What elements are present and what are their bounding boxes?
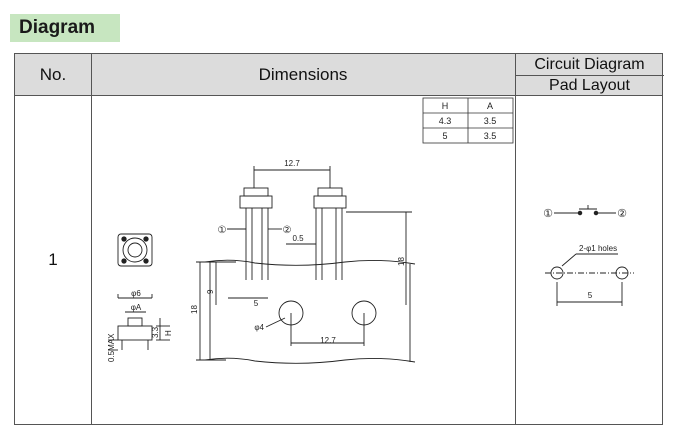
pin-2-label: ② — [283, 225, 292, 236]
height-table-cell: 5 — [442, 131, 447, 141]
circuit-pin-2: ② — [617, 208, 627, 220]
height-table-cell: 3.5 — [484, 131, 497, 141]
dim-phi6: φ6 — [131, 289, 141, 298]
col-divider-1 — [91, 54, 92, 424]
circuit-diagram — [554, 205, 616, 216]
dim-pitch-top: 12.7 — [284, 159, 300, 168]
row-number: 1 — [48, 250, 58, 269]
pad-holes-label: 2-φ1 holes — [579, 244, 617, 253]
height-table-cell: 3.5 — [484, 116, 497, 126]
header-pad-layout: Pad Layout — [549, 76, 630, 94]
height-table-head-a: A — [487, 101, 493, 111]
dim-height-left: 18 — [190, 305, 199, 314]
height-table-head-h: H — [442, 101, 449, 111]
section-tag: Diagram — [10, 14, 120, 42]
col-divider-2 — [515, 54, 516, 424]
dim-height-9: 9 — [206, 289, 215, 294]
spec-table: No. Dimensions Circuit Diagram Pad Layou… — [14, 53, 664, 425]
pad-spacing: 5 — [588, 291, 593, 300]
pin-1-label: ① — [218, 225, 227, 236]
dim-height-right: 18 — [397, 257, 406, 266]
circuit-pin-1: ① — [543, 208, 553, 220]
main-side-view — [196, 166, 416, 364]
pad-layout — [545, 253, 634, 306]
dim-3-3: 3.3 — [151, 326, 160, 338]
dim-hole-dia: φ4 — [254, 323, 264, 332]
dim-H: H — [164, 330, 173, 336]
dim-0-5max: 0.5MAX — [107, 333, 116, 362]
dim-pitch-bottom: 12.7 — [320, 336, 336, 345]
header-no: No. — [39, 65, 67, 84]
dim-phiA: φA — [131, 303, 142, 312]
switch-side-view — [108, 294, 170, 351]
header-dimensions: Dimensions — [258, 65, 348, 84]
header-split-line — [515, 75, 664, 76]
header-circuit-diagram: Circuit Diagram — [534, 55, 645, 73]
dim-lead-offset: 0.5 — [292, 234, 304, 243]
switch-top-view — [117, 233, 153, 267]
height-table-cell: 4.3 — [439, 116, 452, 126]
dim-spacing-5: 5 — [254, 299, 259, 308]
height-table — [422, 97, 514, 144]
